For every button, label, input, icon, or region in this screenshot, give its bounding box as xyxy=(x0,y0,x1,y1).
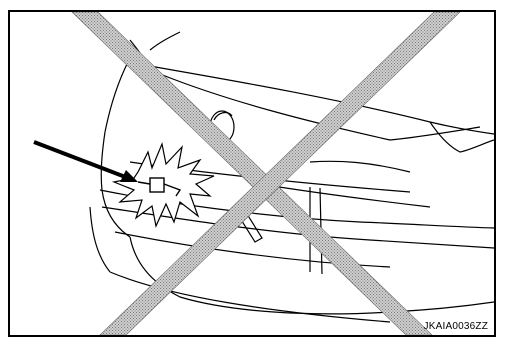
car-front-illustration xyxy=(10,12,494,335)
prohibited-x-mark xyxy=(72,12,460,335)
pointer-arrow xyxy=(34,142,138,182)
illustration-frame: JKAIA0036ZZ xyxy=(8,10,496,337)
figure-code: JKAIA0036ZZ xyxy=(424,321,488,332)
